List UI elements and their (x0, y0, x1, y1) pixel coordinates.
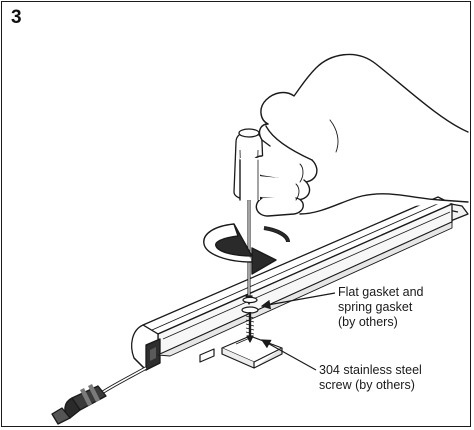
light-fixture (131, 196, 469, 371)
gasket-and-screw (241, 296, 259, 343)
screw-callout-line-2: screw (by others) (319, 378, 415, 392)
mounting-clip (199, 335, 283, 369)
gasket-callout-line-1: Flat gasket and (338, 285, 424, 299)
gasket-callout-line-2: spring gasket (338, 300, 413, 314)
gasket-callout: Flat gasket and spring gasket (by others… (338, 285, 423, 330)
gasket-callout-line-3: (by others) (338, 315, 398, 329)
callout-pointers (260, 292, 336, 371)
screw-callout: 304 stainless steel screw (by others) (319, 363, 422, 393)
hand (239, 53, 469, 217)
power-cable (51, 366, 147, 425)
rotate-clockwise-arrow-icon (203, 223, 290, 275)
flat-gasket (242, 296, 258, 304)
screw-pointer-arrow (260, 339, 317, 371)
step-number: 3 (11, 7, 22, 28)
gasket-pointer-arrow (260, 292, 336, 310)
screw-callout-line-1: 304 stainless steel (319, 363, 422, 377)
